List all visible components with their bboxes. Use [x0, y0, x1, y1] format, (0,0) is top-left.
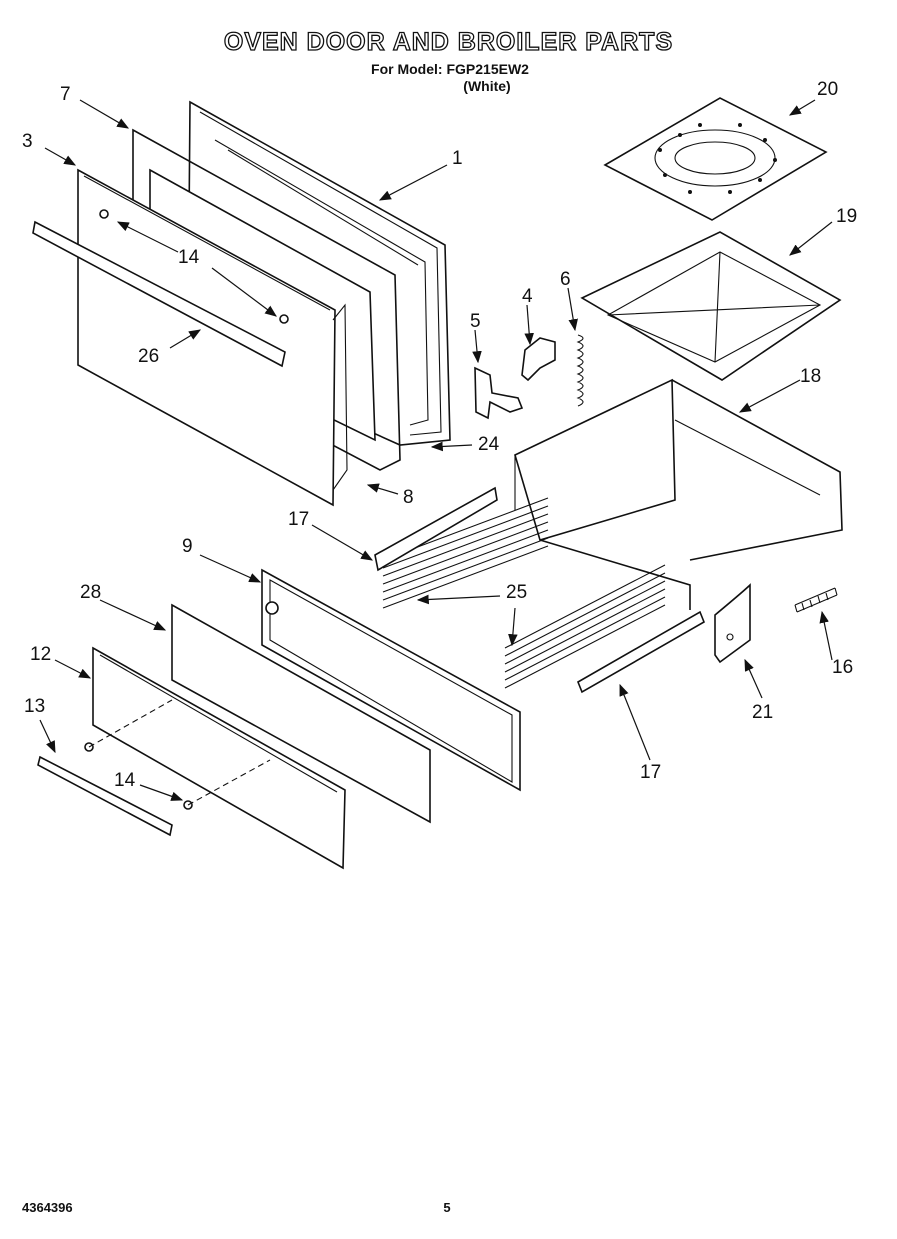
part-26-handle: [32, 209, 289, 368]
callout-13: 13: [24, 696, 45, 717]
callout-3: 3: [22, 131, 33, 152]
part-25-rail-left: [382, 497, 549, 609]
callout-1: 1: [452, 148, 463, 169]
callout-26: 26: [138, 346, 159, 367]
callout-8: 8: [403, 487, 414, 508]
part-3-inner-door: [77, 168, 348, 507]
callout-14-lower: 14: [114, 770, 136, 791]
part-17-strip-upper: [374, 486, 498, 572]
callout-16: 16: [832, 657, 853, 678]
callout-17-upper: 17: [288, 509, 309, 530]
page-number: 5: [443, 1200, 451, 1215]
model-line: For Model: FGP215EW2: [371, 61, 529, 77]
page-title: OVEN DOOR AND BROILER PARTS: [223, 27, 674, 56]
callout-21: 21: [752, 702, 773, 723]
callout-14-upper: 14: [178, 247, 200, 268]
part-20-broiler-grid: [603, 97, 828, 221]
callout-17-lower: 17: [640, 762, 661, 783]
part-5-hinge: [474, 366, 524, 420]
callout-4: 4: [522, 286, 533, 307]
callout-28: 28: [80, 582, 101, 603]
part-16-roller: [794, 587, 838, 613]
part-17-strip-lower: [576, 610, 706, 694]
callout-25: 25: [506, 582, 527, 603]
part-6-spring: [576, 334, 584, 407]
part-9-drawer-front: [261, 568, 521, 792]
callout-20: 20: [817, 79, 838, 100]
part-12-drawer-panel: [92, 646, 346, 870]
callout-9: 9: [182, 536, 193, 557]
part-25-rail-right: [504, 564, 666, 689]
callout-5: 5: [470, 311, 481, 332]
callout-24: 24: [478, 434, 500, 455]
callout-6: 6: [560, 269, 571, 290]
callout-19: 19: [836, 206, 857, 227]
color-line: (White): [463, 78, 511, 94]
callout-12: 12: [30, 644, 51, 665]
part-28-drawer-insulation: [171, 603, 431, 824]
part-18-drawer: [514, 378, 843, 610]
callout-7: 7: [60, 84, 71, 105]
part-13-drawer-handle: [37, 699, 271, 837]
part-21-bracket: [714, 583, 751, 664]
part-19-broiler-pan: [580, 231, 842, 381]
part-4-hinge-clip: [521, 337, 556, 382]
callout-18: 18: [800, 366, 821, 387]
document-number: 4364396: [22, 1200, 73, 1215]
